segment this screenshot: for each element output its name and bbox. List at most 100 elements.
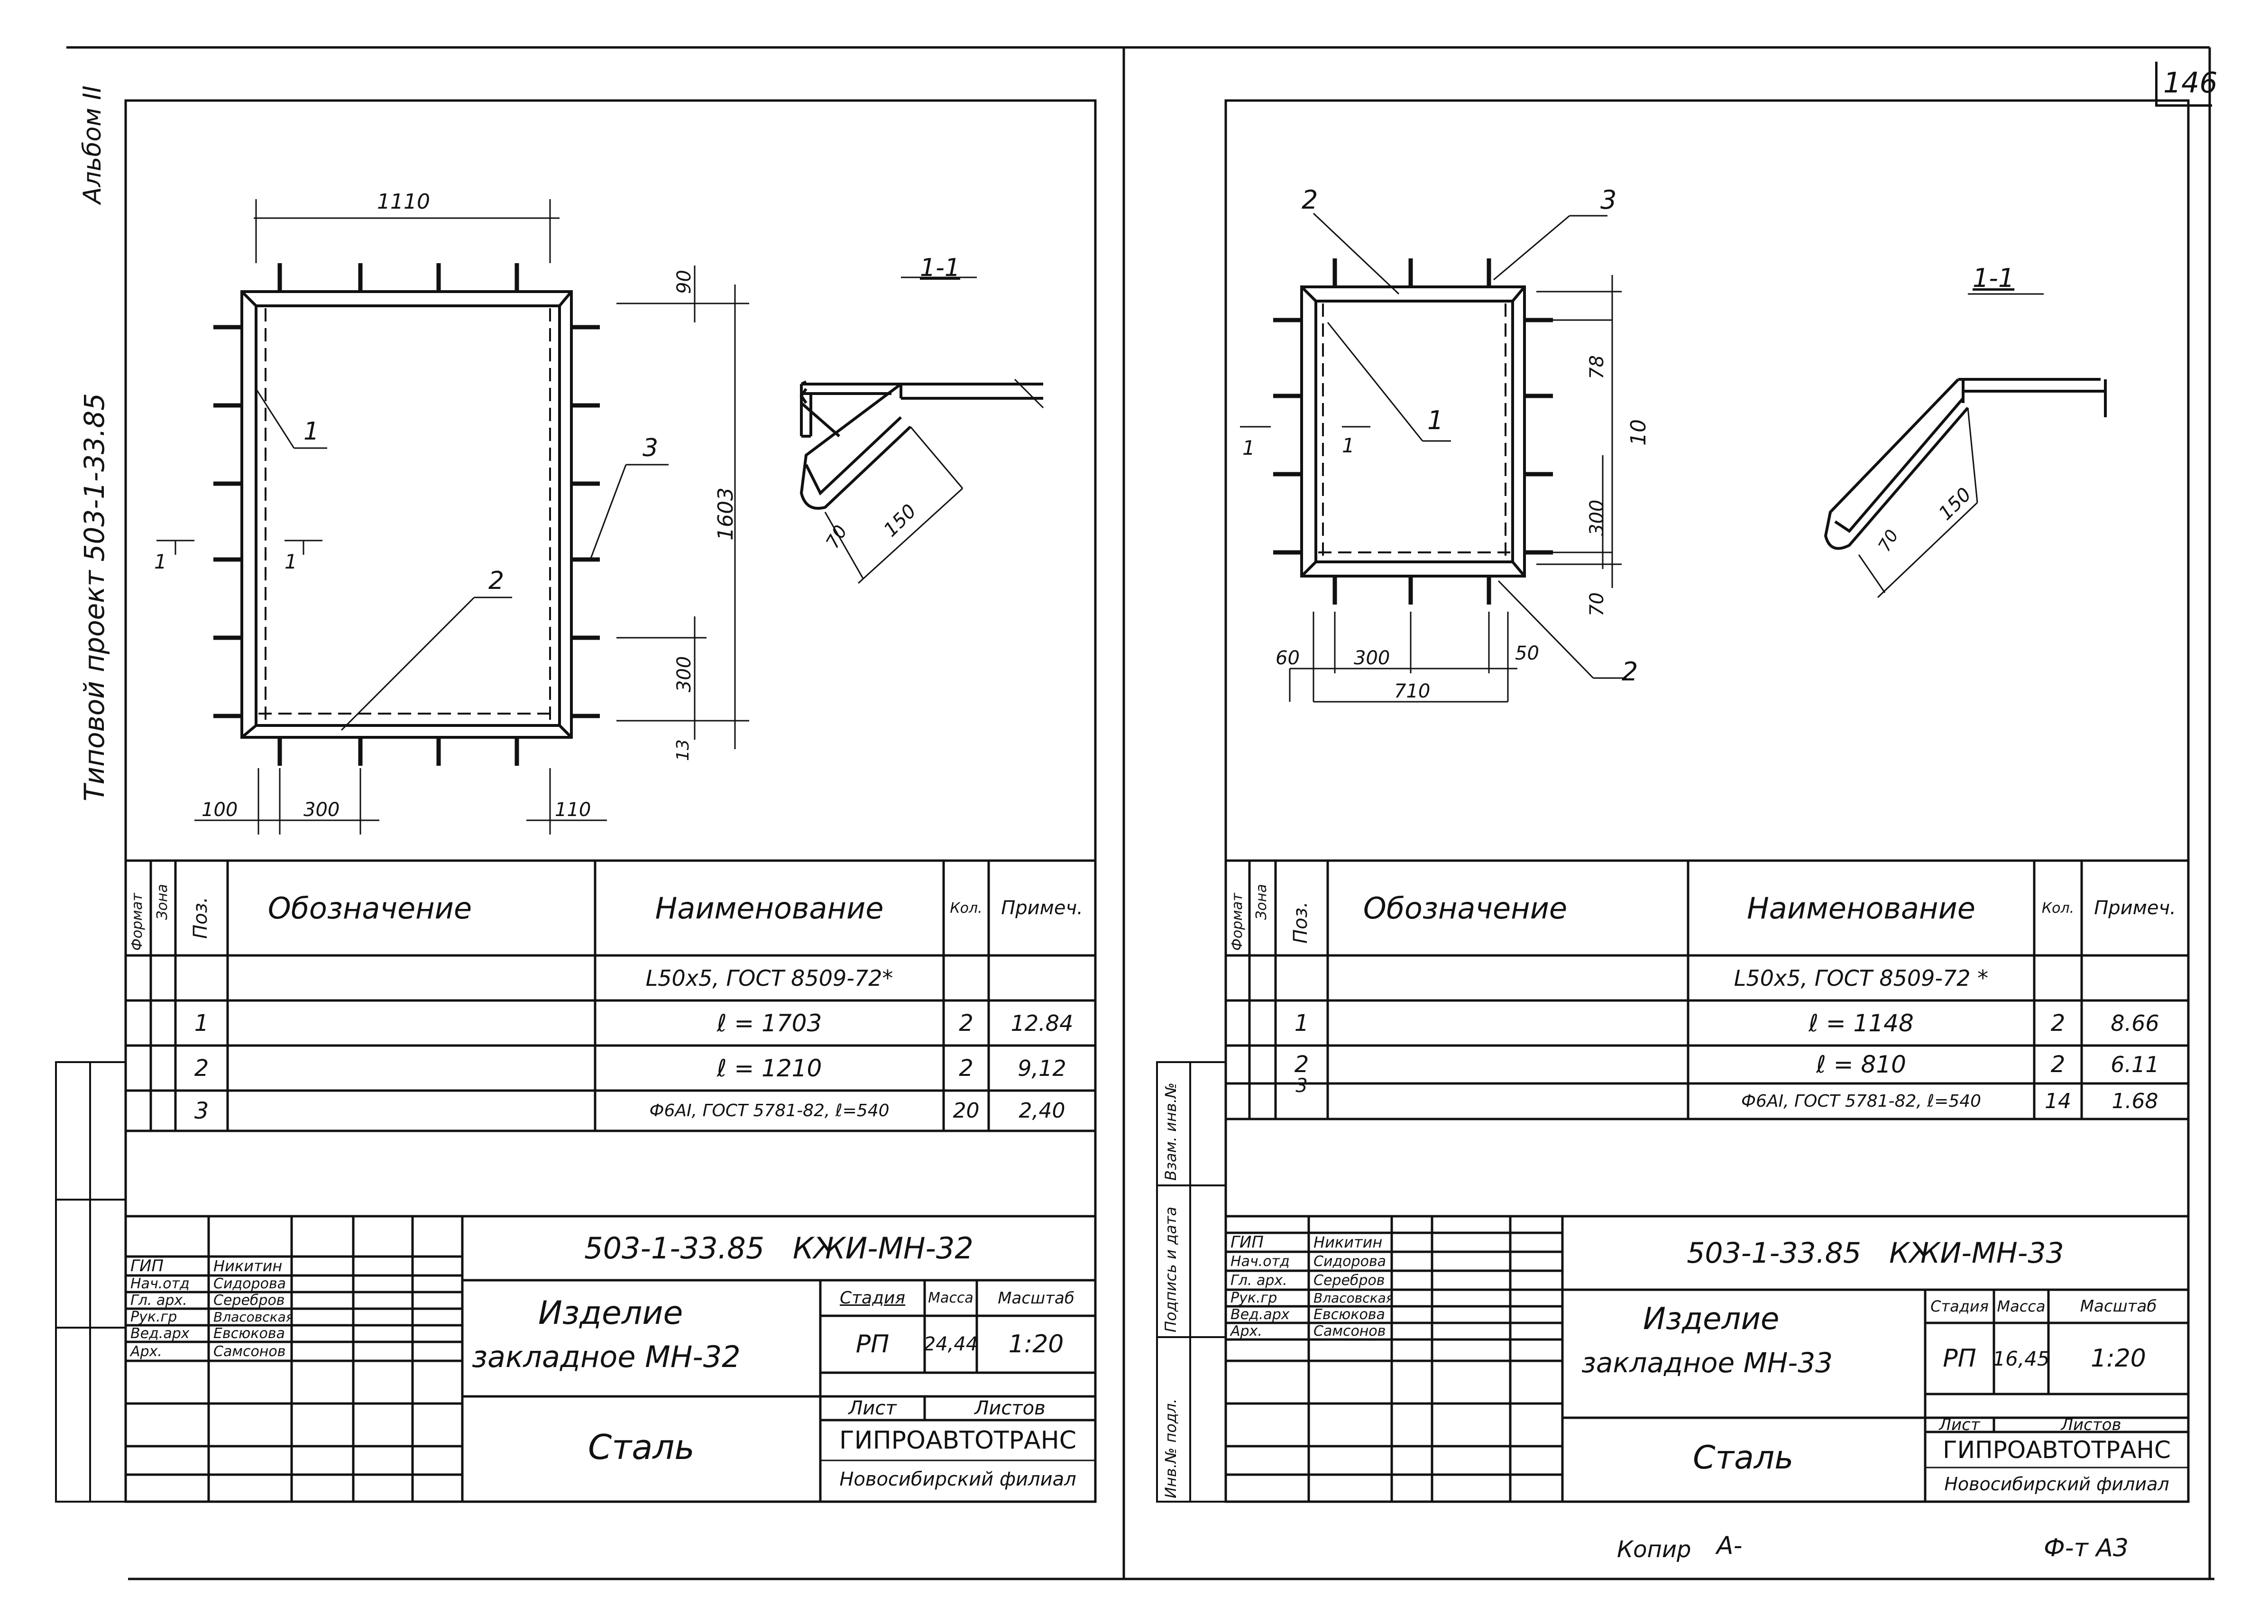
left-role-3: Рук.гр [130,1309,177,1325]
right-role-3: Рук.гр [1230,1290,1277,1306]
right-name-1: Сидорова [1313,1253,1387,1270]
right-hdr-zone: Зона [1253,884,1270,920]
left-material: Сталь [588,1427,695,1467]
right-position-2-top: 2 [1302,185,1318,215]
left-scale: 1:20 [1008,1330,1064,1358]
right-title-line1: Изделие [1643,1302,1780,1337]
left-role-5: Арх. [130,1343,162,1360]
right-name-3: Власовская [1313,1290,1392,1306]
left-role-1: Нач.отд [130,1275,190,1292]
right-name-4: Евсюкова [1313,1306,1385,1323]
right-title-line2: закладное МН-33 [1581,1347,1833,1379]
right-row-3-pos: 3 [1295,1076,1308,1095]
right-material: Сталь [1693,1439,1794,1477]
left-org-line1: ГИПРОАВТОТРАНС [839,1426,1077,1455]
left-sheet-label: Лист [848,1397,897,1419]
left-role-4: Вед.арх [130,1325,190,1342]
left-row-2-qty: 2 [959,1055,973,1082]
right-dim-right-top: 78 [1586,355,1608,379]
right-name-0: Никитин [1313,1233,1383,1251]
right-hdr-pos: Поз. [1290,901,1312,944]
right-dim-right-step: 300 [1586,499,1608,536]
right-dim-bottom-step: 300 [1354,647,1390,669]
right-scale-label: Масштаб [2080,1297,2157,1316]
left-section-mark-b: 1 [285,550,297,573]
right-row-1-qty: 2 [2050,1009,2066,1037]
right-dim-bottom-right: 50 [1515,642,1539,664]
right-row-0-name: L50x5, ГОСТ 8509-72 * [1734,965,1989,991]
right-hdr-note: Примеч. [2094,897,2176,919]
right-row-1-name: ℓ = 1148 [1809,1009,1914,1037]
right-hdr-format: Формат [1229,893,1246,951]
left-row-3-name: Ф6АI, ГОСТ 5781-82, ℓ=540 [649,1101,890,1120]
right-side-label-2: Инв.№ подл. [1162,1398,1180,1498]
left-drawing-code: 503-1-33.85 КЖИ-МН-32 [584,1231,973,1266]
right-row-3-note: 1.68 [2112,1089,2158,1113]
right-position-2-bottom: 2 [1622,657,1638,687]
right-section-mark-a: 1 [1242,436,1255,459]
right-stage-label: Стадия [1930,1297,1989,1315]
right-hdr-designation: Обозначение [1363,890,1568,926]
right-dim-right-total: 10 [1626,419,1651,446]
right-side-label-0: Взам. инв.№ [1162,1082,1180,1181]
left-dim-bottom-left: 100 [202,799,238,821]
format-note: Ф-т А3 [2044,1534,2129,1562]
left-title-line1: Изделие [538,1294,683,1332]
left-hdr-name: Наименование [655,890,884,926]
right-role-2: Гл. арх. [1230,1272,1287,1289]
right-name-5: Самсонов [1313,1323,1386,1340]
left-row-1-name: ℓ = 1703 [716,1009,822,1037]
right-row-1-note: 8.66 [2111,1010,2159,1036]
right-role-1: Нач.отд [1230,1253,1290,1270]
left-position-1: 1 [303,417,320,446]
left-name-3: Власовская [213,1309,292,1325]
left-row-3-note: 2,40 [1019,1099,1065,1123]
left-stage-label: Стадия [839,1288,906,1308]
right-section-label: 1-1 [1973,263,2015,293]
right-role-5: Арх. [1230,1323,1262,1340]
left-dim-bottom-right: 110 [555,799,591,821]
page-number-box [2155,62,2212,107]
right-mass-label: Масса [1997,1297,2046,1315]
right-mass: 16,45 [1994,1347,2048,1370]
left-position-2: 2 [488,567,505,595]
left-position-3: 3 [643,434,659,462]
left-role-0: ГИП [130,1257,164,1275]
right-row-3-qty: 14 [2045,1089,2071,1113]
left-name-1: Сидорова [213,1275,286,1292]
right-section-mark-b: 1 [1342,434,1355,457]
right-dim-right-bottom: 70 [1586,592,1608,616]
right-org-line1: ГИПРОАВТОТРАНС [1943,1436,2171,1464]
copy-sign: А- [1717,1532,1743,1560]
left-row-2-pos: 2 [194,1055,209,1082]
left-hdr-qty: Кол. [950,899,982,917]
left-hdr-designation: Обозначение [267,890,472,926]
left-row-3-qty: 20 [953,1099,980,1123]
left-stage: РП [855,1330,890,1358]
right-role-0: ГИП [1230,1233,1264,1252]
right-sheet-label: Лист [1939,1418,1980,1432]
left-row-3-pos: 3 [194,1097,209,1124]
right-stage: РП [1943,1344,1976,1373]
right-hdr-qty: Кол. [2041,899,2075,917]
left-name-0: Никитин [213,1257,283,1275]
left-row-1-note: 12.84 [1010,1010,1074,1036]
right-position-1: 1 [1427,405,1444,435]
right-position-3: 3 [1600,185,1617,215]
right-dim-bottom-total: 710 [1394,680,1431,702]
left-sheets-label: Листов [974,1397,1046,1419]
right-row-1-pos: 1 [1294,1009,1309,1037]
left-dim-top: 1110 [377,190,430,214]
right-dim-bottom-left: 60 [1276,647,1300,669]
right-row-2-qty: 2 [2050,1051,2066,1078]
left-org-line2: Новосибирский филиал [839,1468,1076,1490]
left-row-1-qty: 2 [959,1009,973,1037]
left-hdr-note: Примеч. [1001,897,1083,919]
left-scale-label: Масштаб [998,1288,1074,1308]
page-number: 146 [2163,66,2218,100]
right-org-line2: Новосибирский филиал [1944,1474,2169,1495]
left-mass-label: Масса [928,1290,973,1306]
